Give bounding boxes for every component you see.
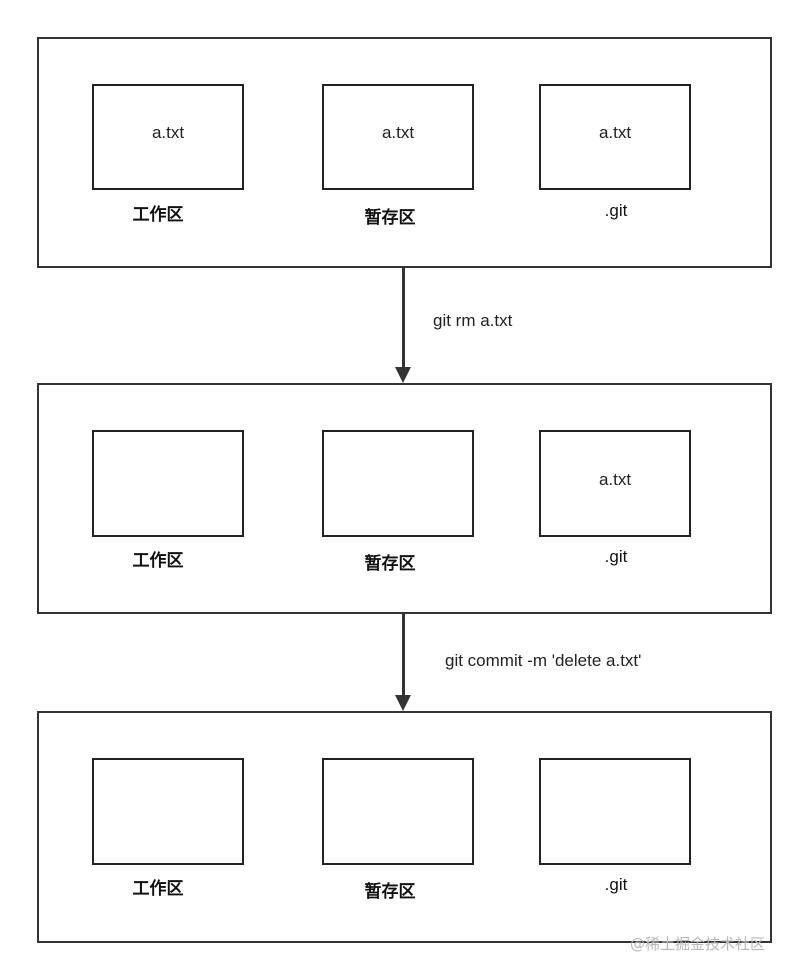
stage-3-working-dir-label: 工作区 (132, 879, 184, 899)
stage-1-git-box: a.txt (539, 84, 691, 190)
stage-2-git-label: .git (604, 547, 628, 566)
stage-1-staging-file: a.txt (381, 123, 415, 142)
stage-1-working-dir-box: a.txt (92, 84, 244, 190)
arrow-2-head (395, 695, 411, 711)
command-git-rm: git rm a.txt (433, 311, 513, 330)
stage-3-working-dir-box (92, 758, 244, 865)
stage-2-staging-box (322, 430, 474, 537)
stage-1-working-dir-label: 工作区 (132, 205, 184, 225)
stage-3-staging-label: 暂存区 (364, 882, 416, 902)
stage-3-staging-box (322, 758, 474, 865)
stage-2-staging-label: 暂存区 (364, 554, 416, 574)
stage-2-working-dir-box (92, 430, 244, 537)
arrow-2-line (402, 614, 405, 696)
arrow-1-head (395, 367, 411, 383)
stage-2-working-dir-label: 工作区 (132, 551, 184, 571)
stage-1-staging-label: 暂存区 (364, 208, 416, 228)
stage-2-git-file: a.txt (598, 469, 632, 489)
command-git-commit: git commit -m 'delete a.txt' (445, 651, 642, 670)
stage-1-staging-box: a.txt (322, 84, 474, 190)
stage-3-git-label: .git (604, 875, 628, 894)
watermark: @稀土掘金技术社区 (630, 935, 766, 953)
stage-1-working-dir-file: a.txt (151, 123, 185, 142)
stage-2-git-box: a.txt (539, 430, 691, 537)
stage-3-git-box (539, 758, 691, 865)
stage-1-git-label: .git (604, 201, 628, 220)
arrow-1-line (402, 268, 405, 368)
stage-1-git-file: a.txt (598, 123, 632, 142)
